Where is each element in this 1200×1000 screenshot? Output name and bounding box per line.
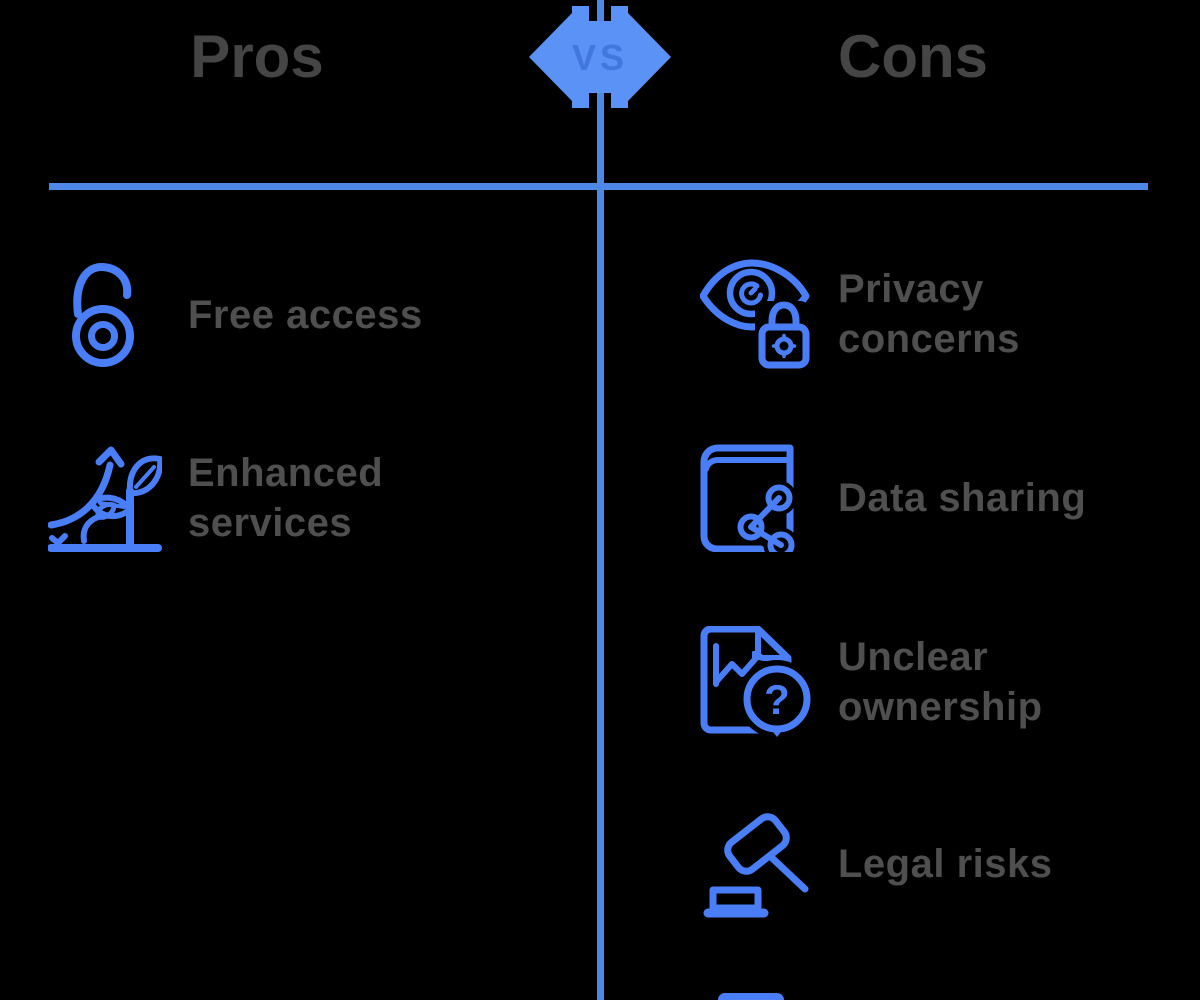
cons-item-label: Data sharing — [838, 476, 1087, 520]
pros-item-row: Free access — [48, 256, 478, 374]
double-arrow-shape — [529, 6, 671, 108]
icon-box — [48, 262, 188, 368]
icon-box: ? — [700, 626, 838, 738]
growth-plant-icon — [48, 446, 162, 552]
eye-lock-icon — [700, 259, 810, 369]
cons-item-label: Privacy concerns — [838, 267, 1020, 361]
horizontal-divider-line — [49, 183, 1148, 190]
cons-item-row: Privacy concerns — [700, 254, 1110, 374]
icon-box — [48, 443, 188, 553]
cons-item-label: Legal risks — [838, 842, 1053, 886]
vs-badge: VS — [529, 6, 671, 108]
gavel-icon — [703, 813, 809, 918]
pros-heading: Pros — [190, 23, 324, 90]
question-mark: ? — [764, 676, 790, 723]
vertical-divider-line — [597, 0, 604, 1000]
icon-box — [700, 444, 838, 552]
pros-item-label: Enhanced services — [188, 451, 384, 545]
partially-visible-icon — [718, 993, 784, 1000]
cons-item-label: Unclear ownership — [838, 635, 1043, 729]
open-lock-icon — [72, 263, 134, 367]
icon-box — [700, 259, 838, 369]
book-share-icon — [700, 444, 796, 552]
document-question-icon: ? — [700, 626, 812, 738]
icon-box — [700, 809, 838, 919]
cons-item-row: Data sharing — [700, 440, 1110, 556]
pros-item-label: Free access — [188, 293, 423, 337]
cons-item-row: Legal risks — [700, 806, 1110, 922]
pros-item-row: Enhanced services — [48, 438, 478, 558]
cons-heading: Cons — [838, 23, 988, 90]
vs-label: VS — [572, 37, 628, 78]
cons-item-row: ? Unclear ownership — [700, 622, 1110, 742]
